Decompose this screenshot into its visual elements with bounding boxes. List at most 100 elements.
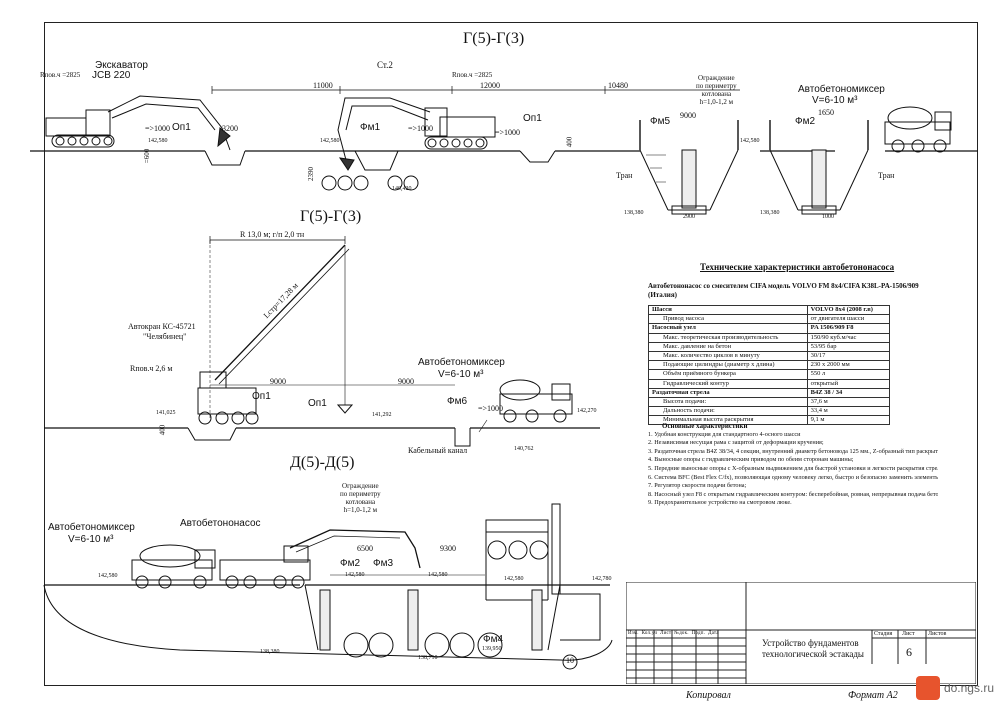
b-lvl-142580b: 142,580 — [428, 572, 448, 578]
pump-name: Автобетононасос — [180, 518, 261, 529]
section-title-d: Д(5)-Д(5) — [290, 454, 355, 471]
format-label: Формат А2 — [848, 690, 898, 701]
lvl-142580a: 142,580 — [148, 138, 168, 144]
dim-1650: 1650 — [818, 108, 834, 117]
excavator1-name: Экскаватор — [95, 60, 148, 71]
drawing-frame — [44, 22, 978, 686]
notes-title: Основные характеристики — [662, 422, 748, 430]
dim-10480: 10480 — [608, 81, 628, 90]
stamp-sheet-no: 6 — [906, 645, 912, 659]
mixer-bottom-graphic — [131, 544, 216, 589]
note-item: 2. Независимая несущая рама с защитой от… — [648, 439, 824, 447]
lvl-142270: 142,270 — [577, 408, 597, 414]
bottom-mixer-name: Автобетономиксер — [48, 522, 135, 533]
dim-1000b: =>1000 — [408, 124, 434, 133]
dim-1000d: 1000 — [822, 214, 834, 220]
stamp-col-sheet: Лист — [902, 631, 915, 637]
b-lvl-142580d: 142,580 — [504, 576, 524, 582]
top-mixer-name: Автобетономиксер — [798, 84, 885, 95]
b-lvl-138710: 138,710 — [418, 655, 438, 661]
section-title-g-mid: Г(5)-Г(3) — [300, 208, 362, 225]
table-row: Высота подачи:37,6 м — [648, 396, 891, 408]
b-lvl-142780: 142,780 — [592, 576, 612, 582]
dim-9300: 9300 — [440, 544, 456, 553]
b-lvl-139950: 139,950 — [482, 646, 502, 652]
note-item: 4. Выносные опоры с гидравлическим приво… — [648, 456, 854, 464]
note-item: 8. Насосный узел F8 с открытым гидравлич… — [648, 490, 938, 498]
dim-600: =600 — [143, 148, 152, 164]
fm6-label: Фм6 — [447, 396, 468, 407]
fm2-label: Фм2 — [795, 116, 816, 127]
mid-dim-9000a: 9000 — [270, 377, 286, 386]
rpov-2: Rпов.ч =2825 — [452, 71, 493, 79]
note-item: 3. Раздаточная стрела B4Z 38/34, 4 секци… — [648, 447, 938, 455]
mid-section-graphics — [44, 236, 600, 447]
dim-400: 400 — [565, 136, 574, 148]
note-item: 6. Система BFC (Best Flex C/fx), позволя… — [648, 473, 938, 481]
mid-op1-b: Оп1 — [308, 398, 327, 409]
pipe-circles-top — [321, 150, 419, 191]
dim-6500: 6500 — [357, 544, 373, 553]
fm5-label: Фм5 — [650, 116, 671, 127]
dim-12000: 12000 — [480, 81, 500, 90]
lvl-141292: 141,292 — [372, 412, 392, 418]
cable-channel: Кабельный канал — [408, 446, 468, 455]
copied-label: Копировал — [686, 690, 731, 701]
top-mixer-vol: V=6-10 м³ — [812, 95, 858, 106]
rpov-1: Rпов.ч =2825 — [40, 71, 81, 79]
lvl-142580b: 142,580 — [320, 138, 340, 144]
bottom-mixer-vol: V=6-10 м³ — [68, 534, 114, 545]
table-row: Дальность подачи:33,4 м — [648, 406, 891, 417]
foundation-pit-fm5 — [639, 130, 739, 215]
section-title-g-top: Г(5)-Г(3) — [463, 30, 525, 47]
op1-b: Оп1 — [523, 113, 542, 124]
mid-dim-400: 400 — [158, 424, 167, 436]
platform-graphic — [485, 503, 601, 641]
excavator-jcb-graphic — [45, 95, 231, 151]
note-item: 7. Регулятор скорости подачи бетона; — [648, 482, 747, 490]
stamp-title: Устройство фундаментов технологической э… — [762, 638, 864, 659]
lvl-138380b: 138,380 — [760, 210, 780, 216]
excavator1-model: JCB 220 — [92, 70, 131, 81]
pump-truck-graphic — [219, 529, 421, 589]
watermark-text: do.ngs.ru — [943, 681, 994, 695]
crane-brand: "Челябинец" — [143, 332, 187, 341]
stamp-col-sheets: Листов — [928, 631, 947, 637]
foundation-pit-fm2 — [769, 149, 869, 215]
top-section-graphics — [30, 86, 978, 215]
mid-op1-a: Оп1 — [252, 391, 271, 402]
spec-subheading: Автобетононасос со смесителем CIFA модел… — [648, 282, 919, 299]
lvl-141025: 141,025 — [156, 410, 176, 416]
bottom-fm2: Фм2 — [340, 558, 361, 569]
spec-heading: Технические характеристики автобетононас… — [700, 262, 895, 272]
dim-3200: 3200 — [222, 124, 238, 133]
table-row: Подающие цилиндры (диаметр х длина)230 х… — [648, 360, 891, 371]
crane-reach: R 13,0 м; г/п 2,0 тн — [240, 230, 305, 239]
fm1-label: Фм1 — [360, 122, 381, 133]
note-item: 9. Предохранительное устройство на смотр… — [648, 499, 792, 507]
circle-number: 10 — [566, 656, 574, 665]
op1-a: Оп1 — [172, 122, 191, 133]
pipe-circles-bottom — [343, 632, 503, 658]
note-item: 1. Удобная конструкция для стандартного … — [648, 430, 801, 438]
lvl-140420: 140,420 — [392, 186, 412, 192]
bottom-section-graphics — [43, 503, 613, 670]
stamp-row-labels: Изм. Кол.уч Лист №док. Подп. Дата — [628, 631, 719, 636]
mid-dim-1000: =>1000 — [478, 404, 504, 413]
spec-notes: Основные характеристики 1. Удобная конст… — [648, 422, 938, 508]
stamp-col-stage: Стадия — [874, 631, 893, 637]
bottom-fm3: Фм3 — [373, 558, 394, 569]
tran-2: Тран — [878, 171, 895, 180]
